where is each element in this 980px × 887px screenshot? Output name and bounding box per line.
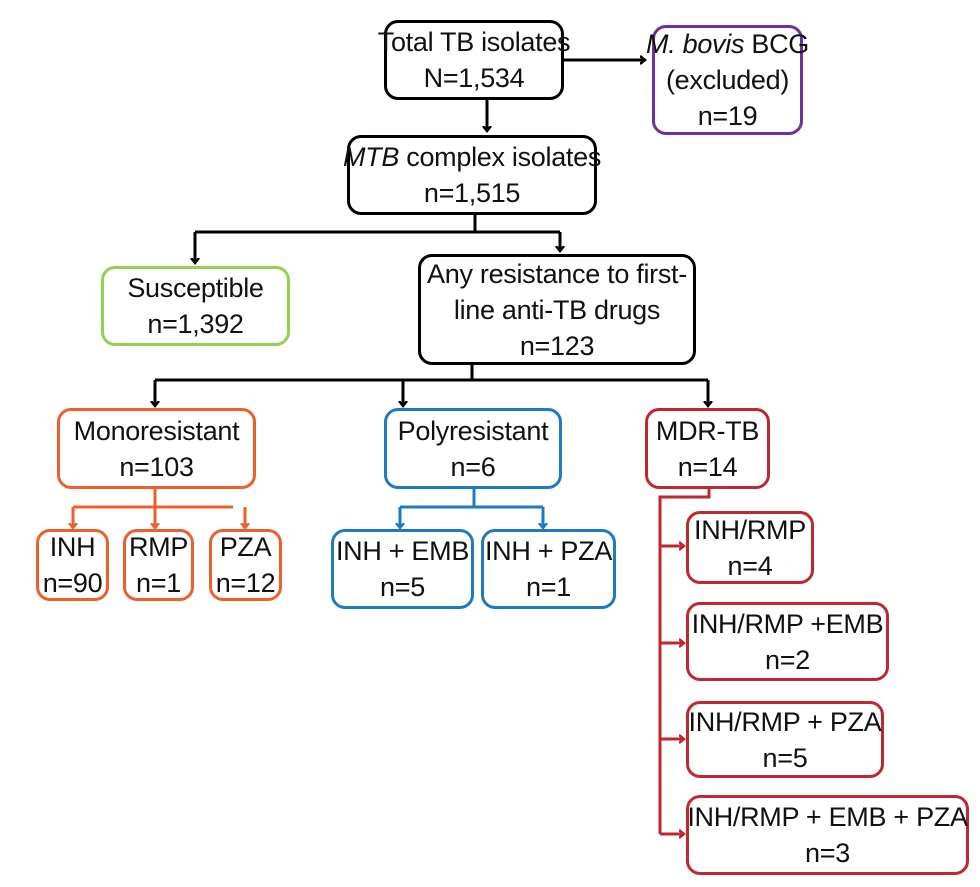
node-label: INH/RMP [694,514,806,545]
node-label-line1: Any resistance to first- [427,258,687,289]
arrow-mtb-split [195,213,560,234]
node-count: n=1 [136,568,181,598]
node-count: n=5 [762,742,808,773]
node-mono-inh: INH n=90 [36,529,109,601]
node-mono-pza: PZA n=12 [209,529,282,601]
node-mdr-inh-rmp-pza: INH/RMP + PZA n=5 [686,701,884,778]
node-label: INH + EMB [335,536,470,566]
node-count: n=1,515 [423,178,521,208]
node-mdr-inh-rmp-emb-pza: INH/RMP + EMB + PZA n=3 [686,795,969,875]
strain-name: BCG [744,29,809,59]
node-mdr-inh-rmp-emb: INH/RMP +EMB n=2 [686,602,889,681]
node-count: n=90 [42,568,103,598]
node-count: N=1,534 [423,63,525,93]
node-count: n=5 [380,572,425,602]
node-label: INH [49,532,96,562]
node-total-isolates: Total TB isolates N=1,534 [378,20,571,100]
node-label: Monoresistant [73,415,240,446]
arrow-mdr-trunk [658,487,711,834]
arrow-resistant-split [155,363,708,382]
node-label: MDR-TB [655,415,760,446]
species-name: M. bovis [646,29,745,59]
node-monoresistant: Monoresistant n=103 [57,408,256,489]
node-count: n=123 [519,330,595,361]
node-mbovis-bcg-excluded: M. bovis BCG (excluded) n=19 [646,25,809,135]
node-count: n=1 [526,572,571,602]
node-label: INH/RMP +EMB [691,608,884,639]
node-label-line2: line anti-TB drugs [453,294,661,325]
node-any-resistance: Any resistance to first- line anti-TB dr… [418,254,696,365]
node-count: n=2 [765,644,810,675]
arrow-poly-split [400,487,543,509]
node-label: M. bovis BCG [646,26,809,62]
node-note: (excluded) [665,65,790,95]
node-label: Susceptible [127,273,264,303]
arrow-mono-split [73,487,233,509]
node-poly-inh-emb: INH + EMB n=5 [331,529,474,609]
node-mono-rmp: RMP n=1 [123,529,194,601]
node-label: Polyresistant [397,415,549,446]
node-label: INH + PZA [484,536,613,566]
mtb-italic: MTB [342,142,400,172]
node-label: PZA [219,532,272,562]
mtb-rest: complex isolates [399,142,602,172]
node-polyresistant: Polyresistant n=6 [384,408,562,489]
node-count: n=1,392 [147,309,244,339]
node-mdr-tb: MDR-TB n=14 [645,408,770,489]
node-count: n=6 [450,451,496,482]
node-label: RMP [128,532,189,562]
node-label: INH/RMP + PZA [688,706,882,737]
node-label: MTB complex isolates [343,139,601,175]
node-susceptible: Susceptible n=1,392 [101,266,290,346]
node-count: n=4 [727,550,773,581]
node-count: n=12 [215,568,276,598]
node-mdr-inh-rmp: INH/RMP n=4 [686,511,814,584]
node-count: n=103 [119,451,194,482]
node-poly-inh-pza: INH + PZA n=1 [481,529,616,609]
node-count: n=3 [805,838,850,868]
node-count: n=19 [697,101,758,131]
node-label: INH/RMP + EMB + PZA [687,802,968,832]
node-count: n=14 [677,451,738,482]
node-label: Total TB isolates [377,27,571,57]
node-mtb-complex: MTB complex isolates n=1,515 [343,135,601,215]
